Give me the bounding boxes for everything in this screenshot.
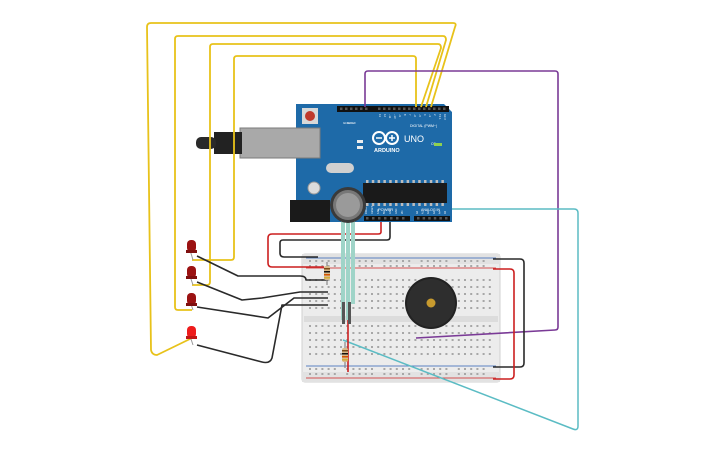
analog-header	[414, 216, 450, 221]
on-label: ON	[431, 142, 437, 146]
digital-pins	[340, 107, 446, 110]
digital-pin-label: ~10	[393, 114, 397, 119]
digital-label: DIGITAL (PWM~)	[410, 124, 437, 128]
purple-wire[interactable]	[364, 70, 559, 339]
led-2[interactable]	[186, 266, 197, 286]
black-wires[interactable]	[196, 222, 525, 368]
resistor-2[interactable]	[342, 342, 348, 368]
power-pin-label: IOREF	[365, 206, 368, 214]
brand-label: ARDUINO	[374, 148, 400, 154]
usb-connector	[196, 127, 321, 159]
analog-label: ANALOG IN	[421, 208, 441, 212]
led-4[interactable]	[186, 326, 197, 346]
analog-pin-label: A3	[433, 210, 436, 214]
power-pin-label: 5V	[383, 211, 386, 214]
digital-pin-label: ~5	[418, 114, 422, 118]
power-pin-label: RESET	[371, 205, 374, 214]
digital-pin-label: RX 0	[443, 114, 447, 120]
reset-button[interactable]	[302, 108, 318, 124]
digital-pin-label: ~11	[388, 114, 392, 119]
power-header	[364, 216, 410, 221]
power-pin-label: Vin	[401, 210, 404, 214]
analog-pin-label: A4	[438, 210, 441, 214]
board-led-tx	[357, 146, 363, 149]
led-3[interactable]	[186, 293, 197, 311]
digital-pin-label: 8	[403, 114, 407, 116]
digital-pin-label: 13	[378, 114, 382, 117]
digital-pin-label: ~9	[398, 114, 402, 118]
piezo-buzzer[interactable]	[405, 277, 457, 329]
digital-pin-label: 4	[423, 114, 427, 116]
digital-pin-label: TX 1	[438, 114, 442, 120]
power-pin-label: GND	[395, 208, 398, 214]
board-led-on	[434, 143, 442, 146]
analog-pin-label: A1	[422, 210, 425, 214]
digital-pin-label: ~6	[413, 114, 417, 118]
digital-pin-label: 2	[433, 114, 437, 116]
resistor-1[interactable]	[324, 262, 330, 285]
microcontroller-chip	[363, 183, 447, 203]
analog-pin-label: A0	[416, 210, 419, 214]
model-label: UNO	[404, 134, 424, 144]
analog-pin-label: A5	[444, 210, 447, 214]
arduino-logo	[372, 131, 399, 145]
crystal-oscillator	[326, 163, 354, 173]
yellow-wires[interactable]	[146, 22, 457, 356]
arduino-uno-board[interactable]: ARDUINO UNO DIGITAL (PWM~) POWER ANALOG …	[196, 104, 452, 222]
digital-pin-label: 12	[383, 114, 387, 117]
cyan-wire[interactable]	[342, 208, 579, 431]
power-pin-label: 3.3V	[377, 209, 380, 214]
power-jack	[290, 200, 330, 222]
power-label: POWER	[378, 207, 393, 212]
aref-label: AREF	[348, 121, 356, 125]
analog-pin-label: A2	[427, 210, 430, 214]
digital-pin-label: ~3	[428, 114, 432, 118]
board-led-l	[357, 140, 363, 143]
digital-pin-label: 7	[408, 114, 412, 116]
power-pin-label: GND	[389, 208, 392, 214]
led-1[interactable]	[186, 240, 197, 261]
potentiometer[interactable]	[330, 187, 366, 324]
gnd-label: GND	[343, 121, 351, 125]
